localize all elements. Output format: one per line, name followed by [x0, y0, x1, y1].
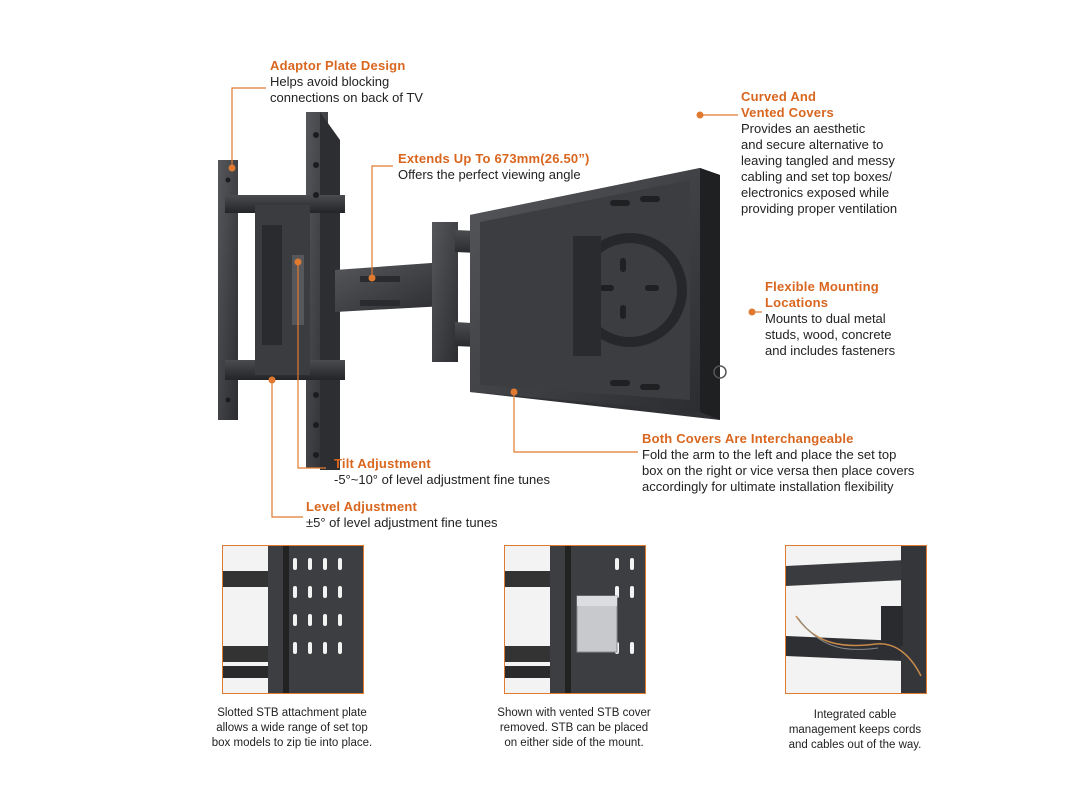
callout-desc: Offers the perfect viewing angle	[398, 167, 581, 182]
thumbnail-caption: Slotted STB attachment plate allows a wi…	[192, 706, 392, 751]
callout-title: Extends Up To 673mm(26.50”)	[398, 151, 590, 166]
callout-desc: electronics exposed while	[741, 185, 890, 200]
wall-box	[470, 168, 727, 420]
thumbnail-cable-management	[785, 545, 927, 694]
callout-level: Level Adjustment ±5° of level adjustment…	[306, 499, 498, 531]
callout-desc: ±5° of level adjustment fine tunes	[306, 515, 498, 530]
callout-title: Tilt Adjustment	[334, 456, 431, 471]
callout-adaptor-plate: Adaptor Plate Design Helps avoid blockin…	[270, 58, 423, 106]
callout-title: Flexible Mounting	[765, 279, 879, 294]
caption-line: management keeps cords	[788, 724, 922, 736]
callout-desc: providing proper ventilation	[741, 201, 898, 216]
callout-interchangeable: Both Covers Are Interchangeable Fold the…	[642, 431, 914, 495]
callout-desc: Provides an aesthetic	[741, 121, 866, 136]
callout-desc: Fold the arm to the left and place the s…	[642, 447, 897, 462]
thumbnail-caption: Integrated cable management keeps cords …	[755, 708, 955, 753]
callout-desc: Helps avoid blocking	[270, 74, 390, 89]
callout-title: Adaptor Plate Design	[270, 58, 406, 73]
callout-desc: and secure alternative to	[741, 137, 884, 152]
caption-line: and cables out of the way.	[788, 739, 922, 751]
callout-desc: accordingly for ultimate installation fl…	[642, 479, 894, 494]
thumbnail-stb-cover-removed	[504, 545, 646, 694]
callout-title: Curved And	[741, 89, 817, 104]
adaptor-plate	[218, 112, 345, 470]
caption-line: Integrated cable	[813, 709, 897, 721]
caption-line: Slotted STB attachment plate	[217, 707, 367, 719]
callout-title: Locations	[765, 295, 829, 310]
thumbnail-caption: Shown with vented STB cover removed. STB…	[474, 706, 674, 751]
caption-line: on either side of the mount.	[504, 737, 644, 749]
callout-desc: studs, wood, concrete	[765, 327, 892, 342]
callout-flexible-mounting: Flexible Mounting Locations Mounts to du…	[765, 279, 895, 359]
callout-extends: Extends Up To 673mm(26.50”) Offers the p…	[398, 151, 590, 183]
caption-line: removed. STB can be placed	[499, 722, 649, 734]
callout-tilt: Tilt Adjustment -5°~10° of level adjustm…	[334, 456, 550, 488]
callout-desc: connections on back of TV	[270, 90, 423, 105]
callout-desc: box on the right or vice versa then plac…	[642, 463, 915, 478]
callout-title: Vented Covers	[741, 105, 834, 120]
callout-desc: Mounts to dual metal	[765, 311, 886, 326]
caption-line: box models to zip tie into place.	[211, 737, 373, 749]
callout-desc: cabling and set top boxes/	[741, 169, 893, 184]
callout-desc: -5°~10° of level adjustment fine tunes	[334, 472, 550, 487]
callout-curved-covers: Curved And Vented Covers Provides an aes…	[741, 89, 897, 217]
callout-title: Level Adjustment	[306, 499, 418, 514]
caption-line: Shown with vented STB cover	[497, 707, 651, 719]
callout-desc: leaving tangled and messy	[741, 153, 895, 168]
thumbnail-slotted-plate	[222, 545, 364, 694]
callout-desc: and includes fasteners	[765, 343, 896, 358]
callout-title: Both Covers Are Interchangeable	[642, 431, 854, 446]
caption-line: allows a wide range of set top	[216, 722, 368, 734]
